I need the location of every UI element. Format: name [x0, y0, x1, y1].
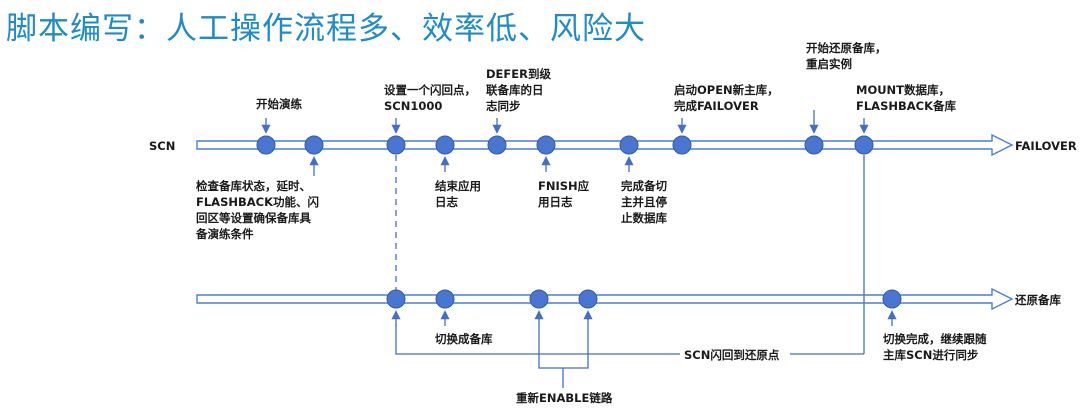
- node-open-primary: [672, 135, 692, 155]
- ann-switch-standby: 切换成备库: [435, 332, 493, 346]
- ann-restore-point: 设置一个闪回点， SCN1000: [384, 83, 480, 113]
- node-reenable-2: [578, 289, 598, 309]
- flashback-bracket: SCN闪回到还原点: [391, 310, 864, 362]
- top-track-arrow: [196, 133, 1014, 157]
- ann-reenable-link: 重新ENABLE链路: [516, 391, 613, 405]
- ann-complete-standby: 完成备切 主并且停 止数据库: [621, 179, 671, 225]
- annotations-top: 开始演练 设置一个闪回点， SCN1000 DEFER到级 联备库的日 志同步 …: [256, 41, 957, 113]
- node-end-apply: [435, 135, 455, 155]
- reenable-path: [538, 312, 589, 369]
- annotations-bottom: 切换成备库 切换完成，继续跟随 主库SCN进行同步: [435, 332, 991, 362]
- ann-defer-log: DEFER到级 联备库的日 志同步: [486, 67, 555, 113]
- reenable-bracket: 重新ENABLE链路: [516, 310, 613, 405]
- bottom-track-arrow: [196, 287, 1014, 311]
- ann-start-drill: 开始演练: [256, 97, 302, 111]
- node-complete-standby: [619, 135, 639, 155]
- bottom-timeline: 还原备库: [196, 287, 1061, 326]
- ann-restore-start: 开始还原备库， 重启实例: [806, 41, 891, 71]
- annotations-middle: 检查备库状态，延时、 FLASHBACK功能、闪 回区等设置确保备库具 备演练条…: [195, 179, 671, 241]
- scn-label: SCN: [149, 139, 175, 153]
- node-start-drill: [256, 135, 276, 155]
- node-defer-log: [487, 135, 507, 155]
- ann-end-apply: 结束应用 日志: [434, 179, 485, 209]
- ann-mount-flashback: MOUNT数据库， FLASHBACK备库: [856, 83, 957, 113]
- node-switch-done: [882, 289, 902, 309]
- node-bottom-restore-point: [386, 289, 406, 309]
- ann-flashback-to-point: SCN闪回到还原点: [684, 348, 780, 362]
- ann-finish-apply: FNISH应 用日志: [537, 179, 593, 209]
- node-reenable-1: [529, 289, 549, 309]
- node-check-conditions: [304, 135, 324, 155]
- ann-open-primary: 启动OPEN新主库， 完成FAILOVER: [674, 83, 783, 113]
- node-restore-start: [804, 135, 824, 155]
- node-restore-point: [386, 135, 406, 155]
- restore-standby-label: 还原备库: [1014, 293, 1061, 307]
- node-finish-apply: [536, 135, 556, 155]
- flashback-label-bg: [680, 346, 790, 362]
- failover-label: FAILOVER: [1015, 139, 1077, 153]
- node-switch-standby: [435, 289, 455, 309]
- top-timeline: SCN FAILOVER: [149, 110, 1077, 176]
- ann-check-conditions: 检查备库状态，延时、 FLASHBACK功能、闪 回区等设置确保备库具 备演练条…: [195, 179, 323, 241]
- node-mount-flashback: [854, 135, 874, 155]
- ann-switch-done: 切换完成，继续跟随 主库SCN进行同步: [883, 332, 991, 362]
- slide-title: 脚本编写：人工操作流程多、效率低、风险大: [6, 11, 646, 47]
